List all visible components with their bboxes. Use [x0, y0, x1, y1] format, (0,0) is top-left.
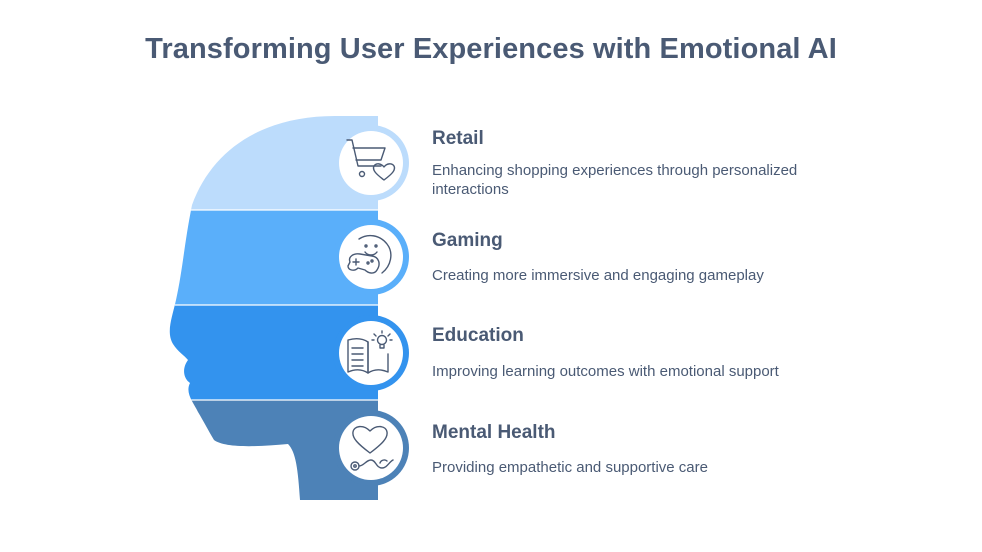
item-desc-gaming: Creating more immersive and engaging gam… [432, 267, 764, 284]
item-title-gaming: Gaming [432, 230, 503, 251]
shopping-cart-heart-icon [346, 139, 396, 181]
item-title-retail: Retail [432, 128, 484, 149]
item-title-mental-health: Mental Health [432, 422, 556, 443]
heart-stethoscope-icon [350, 425, 394, 471]
page-title: Transforming User Experiences with Emoti… [145, 33, 837, 65]
game-controller-smile-icon [347, 234, 392, 274]
item-desc-education: Improving learning outcomes with emotion… [432, 363, 779, 380]
item-desc-mental-health: Providing empathetic and supportive care [432, 459, 708, 476]
item-title-education: Education [432, 325, 524, 346]
item-desc-retail: Enhancing shopping experiences through p… [432, 162, 798, 198]
book-lightbulb-icon [347, 330, 393, 374]
